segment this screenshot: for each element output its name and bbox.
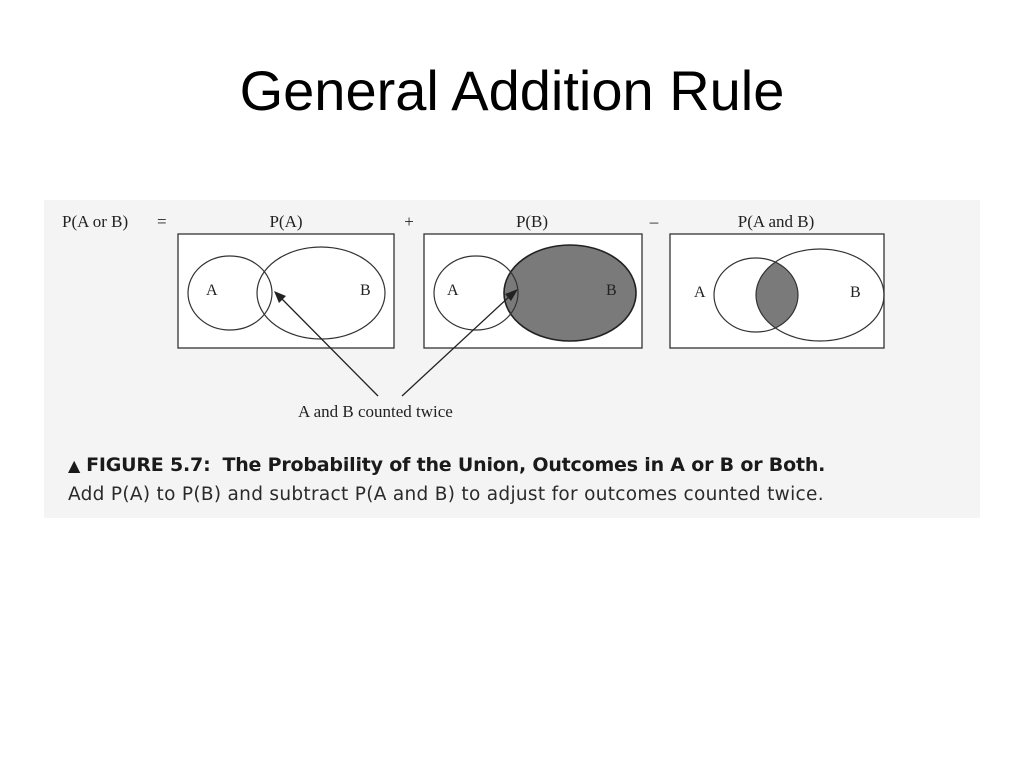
plus-sign: + [404, 212, 414, 231]
circle-a [433, 255, 519, 331]
venn-panel-p-a-and-b: A B [669, 233, 885, 349]
annotation-label: A and B counted twice [298, 402, 453, 421]
figure-number: FIGURE 5.7: [86, 454, 211, 476]
circle-a [713, 257, 799, 333]
panel-label-2: P(B) [516, 212, 548, 231]
arrow-head-right [505, 289, 518, 301]
venn-diagram: P(A or B) = P(A) + P(B) – P(A and B) A B… [62, 212, 885, 421]
slide-title: General Addition Rule [239, 59, 785, 122]
circle-b-label: B [360, 282, 371, 299]
venn-panel-p-b: A B [423, 233, 643, 349]
venn-panel-p-a: A B [177, 233, 395, 349]
circle-b-label: B [606, 282, 617, 299]
circle-a-label: A [447, 282, 459, 299]
arrow-line-left [280, 297, 379, 397]
arrow-line-right [401, 295, 511, 397]
caption-cut-off-line: ·························· [68, 512, 588, 518]
circle-b-shaded [503, 244, 637, 342]
panel-label-3: P(A and B) [738, 212, 815, 231]
minus-sign: – [649, 212, 659, 231]
panel-label-1: P(A) [269, 212, 302, 231]
circle-a-label: A [694, 284, 706, 301]
circle-b-label: B [850, 284, 861, 301]
circle-b [755, 248, 885, 342]
intersection-shaded [756, 258, 798, 332]
triangle-marker-icon: ▲ [68, 456, 81, 475]
caption-cut-text: ·························· [68, 512, 588, 518]
figure-caption-title: ▲ FIGURE 5.7: The Probability of the Union… [68, 454, 825, 476]
circle-a-label: A [206, 282, 218, 299]
panel-frame [177, 233, 395, 349]
arrow-head-left [274, 291, 286, 303]
figure-caption-body: Add P(A) to P(B) and subtract P(A and B)… [68, 484, 824, 505]
venn-figure: P(A or B) = P(A) + P(B) – P(A and B) A B… [44, 200, 980, 518]
equals-sign: = [157, 212, 167, 231]
equation-lhs: P(A or B) [62, 212, 128, 231]
figure-title: The Probability of the Union, Outcomes i… [222, 454, 826, 476]
circle-a [187, 255, 273, 331]
